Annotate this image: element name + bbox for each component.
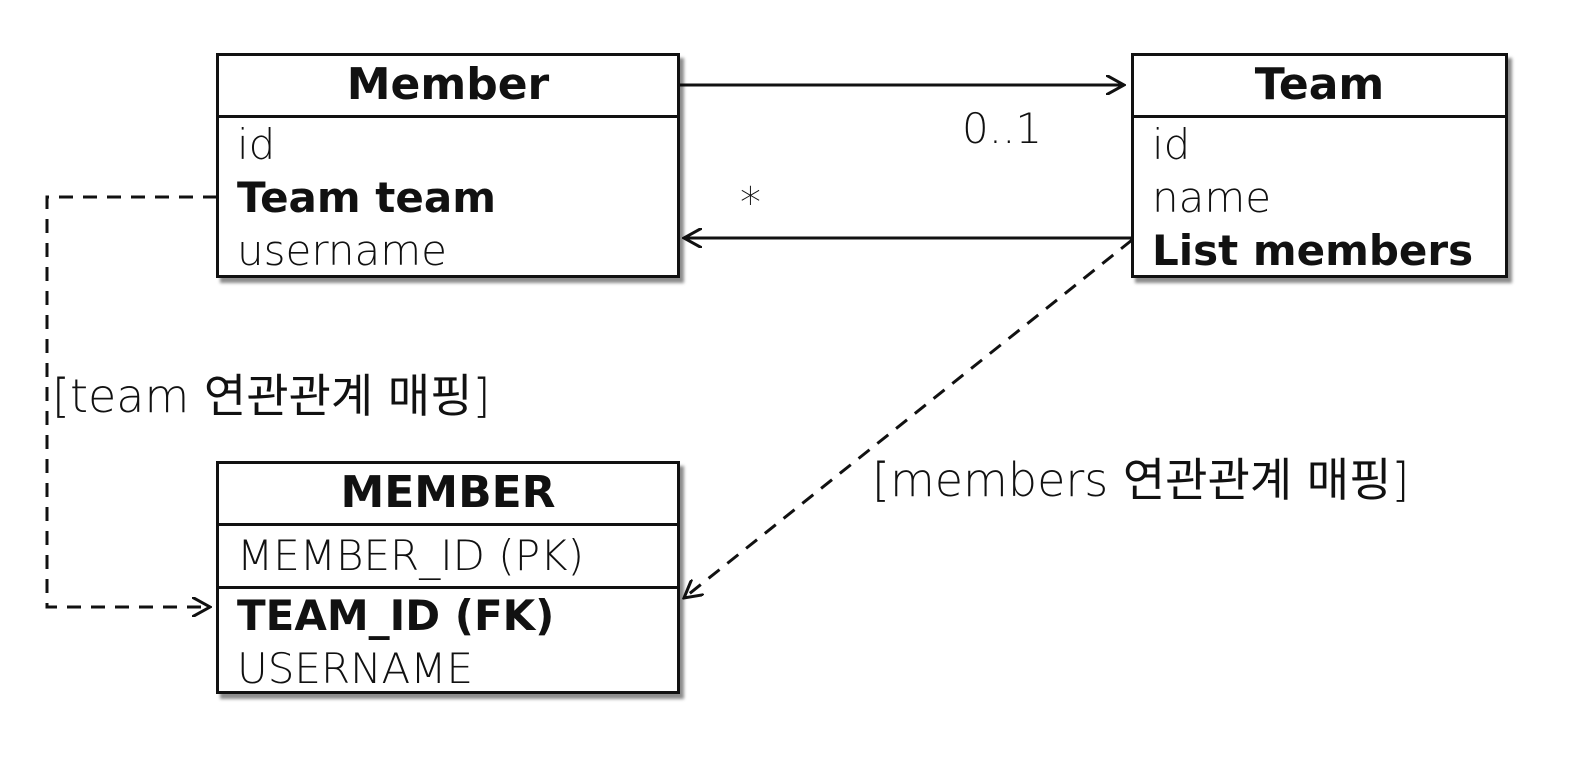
member-column-fk: TEAM_ID (FK) bbox=[237, 591, 555, 640]
member-table-title: MEMBER bbox=[219, 464, 677, 526]
team-class-title: Team bbox=[1134, 56, 1505, 118]
member-table-box: MEMBER MEMBER_ID (PK) TEAM_ID (FK) USERN… bbox=[216, 461, 680, 694]
member-column-username: USERNAME bbox=[237, 644, 474, 693]
team-mapping-dashed-arrow bbox=[45, 195, 217, 607]
team-mapping-label: [team 연관관계 매핑] bbox=[52, 369, 491, 423]
member-class-box: Member id Team team username bbox=[216, 53, 680, 278]
member-class-title: Member bbox=[219, 56, 677, 118]
member-field-username: username bbox=[237, 226, 447, 275]
multiplicity-zero-to-one: 0..1 bbox=[962, 104, 1043, 153]
members-mapping-label: [members 연관관계 매핑] bbox=[872, 453, 1410, 507]
members-mapping-dashed-arrow bbox=[684, 238, 1133, 598]
member-column-pk: MEMBER_ID (PK) bbox=[219, 526, 677, 589]
team-field-members: List members bbox=[1152, 226, 1474, 275]
team-class-box: Team id name List members bbox=[1131, 53, 1508, 278]
member-field-team: Team team bbox=[237, 173, 496, 222]
multiplicity-many: * bbox=[740, 178, 761, 227]
team-field-id: id bbox=[1152, 120, 1191, 169]
member-field-id: id bbox=[237, 120, 276, 169]
team-field-name: name bbox=[1152, 173, 1272, 222]
